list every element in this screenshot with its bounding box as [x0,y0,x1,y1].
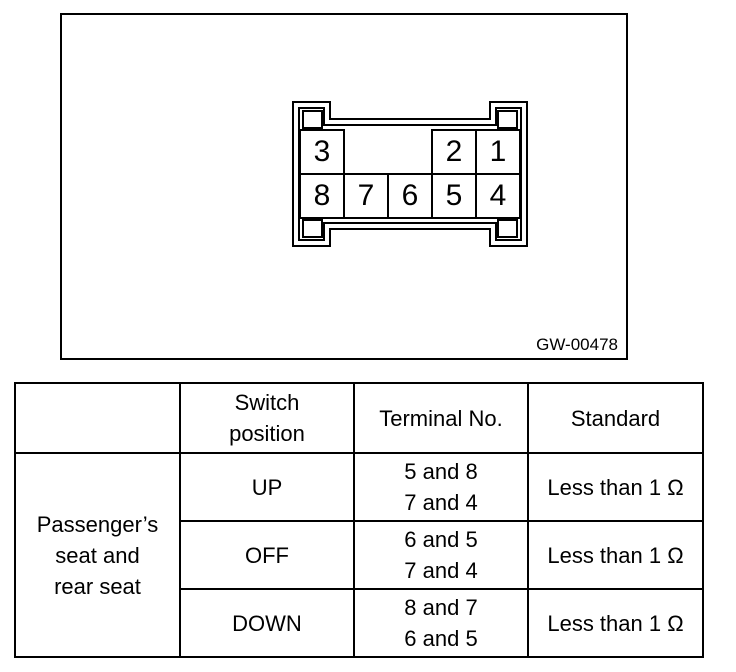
connector-figure: 3 2 1 8 7 6 5 4 GW-00478 [60,13,628,360]
terminal-cell: 6 and 5 7 and 4 [353,520,529,590]
terminal-cell: 5 and 8 7 and 4 [353,452,529,522]
row-group-line-1: Passenger’s [36,511,159,537]
pin-6-label: 6 [401,179,419,212]
header-standard: Standard [527,382,704,454]
table-header-row: Switch position Terminal No. Standard [14,382,704,454]
pin-5-label: 5 [445,179,463,212]
header-switch-line-2: position [229,421,305,446]
header-blank [14,382,181,454]
switch-position-cell: OFF [179,520,355,590]
pin-2-label: 2 [445,135,463,168]
pin-7-label: 7 [357,179,375,212]
terminal-pair: 6 and 5 [404,527,478,552]
connector-outline [292,101,528,247]
table-row: OFF 6 and 5 7 and 4 Less than 1 Ω [15,520,704,590]
terminal-pair: 8 and 7 [404,595,478,620]
pin-8-label: 8 [313,179,331,212]
figure-code: GW-00478 [536,335,618,354]
pin-3-label: 3 [313,135,331,168]
header-terminal-no: Terminal No. [353,382,529,454]
standard-cell: Less than 1 Ω [527,452,704,522]
table-row: Passenger’s seat and rear seat UP 5 and … [14,452,704,658]
pin-4-label: 4 [489,179,507,212]
row-group-line-3: rear seat [54,573,141,599]
header-switch-line-1: Switch [234,390,300,415]
inspection-table: Switch position Terminal No. Standard Pa… [14,382,704,658]
switch-position-cell: UP [179,452,355,522]
header-switch-position: Switch position [179,382,355,454]
terminal-pair: 7 and 4 [404,490,478,515]
row-group-line-2: seat and [55,542,140,568]
standard-cell: Less than 1 Ω [527,588,704,658]
terminal-pair: 6 and 5 [404,626,478,651]
terminal-pair: 7 and 4 [404,558,478,583]
switch-position-cell: DOWN [179,588,355,658]
table-row: DOWN 8 and 7 6 and 5 Less than 1 Ω [15,588,704,658]
standard-cell: Less than 1 Ω [527,520,704,590]
row-group-label: Passenger’s seat and rear seat [14,452,181,658]
pin-1-label: 1 [489,135,507,168]
terminal-pair: 5 and 8 [404,459,478,484]
terminal-cell: 8 and 7 6 and 5 [353,588,529,658]
